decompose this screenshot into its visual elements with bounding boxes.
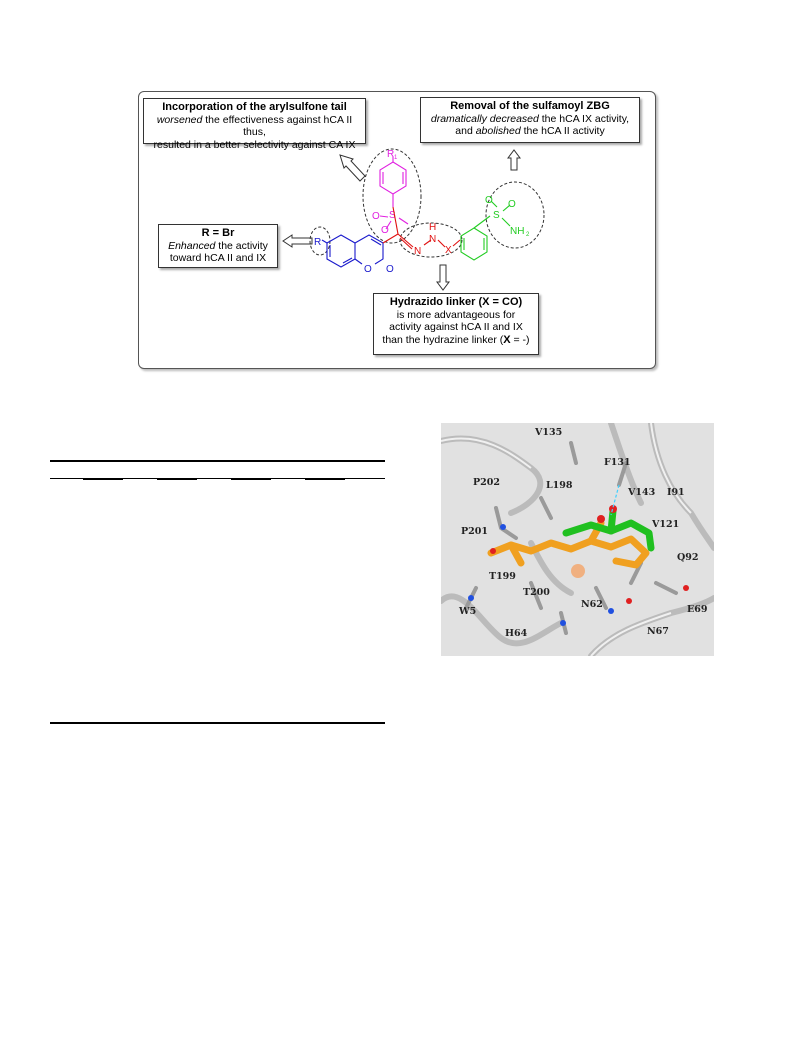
arrow-to-r: [282, 234, 313, 248]
table-subrule-2: [157, 479, 197, 480]
linker-group: [382, 206, 461, 250]
res-h64: H64: [505, 628, 528, 639]
r-note-line1: the activity: [215, 239, 268, 252]
zbg-note-title: Removal of the sulfamoyl ZBG: [450, 100, 610, 112]
sulfone-o2: O: [381, 225, 389, 236]
res-v143: V143: [627, 487, 655, 498]
res-t200: T200: [523, 587, 550, 598]
res-t199: T199: [489, 571, 516, 582]
res-i91: I91: [667, 487, 685, 498]
res-q92: Q92: [677, 552, 699, 563]
nh2-sub: 2: [526, 232, 530, 238]
arylsulfone-note-line1: the effectiveness against hCA II thus,: [202, 113, 353, 139]
zbg-region: [485, 181, 545, 249]
coumarin-benzene-ring: [326, 234, 356, 268]
res-n67: N67: [647, 626, 669, 637]
arylsulfone-group: [379, 157, 409, 230]
arrow-to-zbg: [507, 149, 521, 171]
linker-x: X: [445, 245, 452, 256]
phenyl-ring: [460, 227, 488, 261]
linker-n: N: [414, 246, 421, 257]
linker-nh-n: N: [429, 234, 436, 245]
linker-note-line2: activity against hCA II and IX: [389, 321, 523, 333]
sulfonamide-o1: O: [485, 195, 493, 206]
zinc-ion: [571, 564, 585, 578]
linker-note: Hydrazido linker (X = CO) is more advant…: [373, 293, 539, 355]
res-n62: N62: [581, 599, 603, 610]
res-f131: F131: [604, 457, 631, 468]
res-l198: L198: [546, 480, 573, 491]
r-note-line2: toward hCA II and IX: [169, 252, 267, 264]
hbond-line: [610, 484, 620, 516]
linker-note-line1: is more advantageous for: [396, 308, 516, 321]
table-header-rule: [50, 478, 385, 479]
carbonyl-o: O: [386, 264, 394, 275]
chemical-structure: R 1 S O O R O O N H N X S O O NH: [282, 148, 545, 291]
table-subrule-1: [83, 479, 123, 480]
nitrogen-atoms: [468, 524, 614, 626]
table-subrule-4: [305, 479, 345, 480]
sulfonamide-o2: O: [508, 199, 516, 210]
r-note-title: R = Br: [201, 227, 235, 239]
linker-region: [399, 222, 463, 258]
zbg-note-line2-pre: and: [455, 125, 476, 137]
res-v135: V135: [534, 427, 562, 438]
arylsulfone-note-title: Incorporation of the arylsulfone tail: [162, 101, 347, 113]
docking-render: V135 F131 V143 I91 P202 L198 V121 P201 Q…: [441, 423, 714, 656]
protein-highlights: [441, 423, 692, 656]
linker-note-line3: = -): [510, 333, 530, 346]
arylsulfone-region: [362, 148, 422, 244]
sulfone-s: S: [389, 210, 396, 221]
r-label: R: [314, 237, 321, 248]
coumarin-core: [321, 234, 384, 268]
res-e69: E69: [687, 604, 708, 615]
r-note-italic: Enhanced: [168, 239, 216, 252]
zbg-note-line2: the hCA II activity: [520, 125, 605, 137]
linker-h: H: [429, 222, 436, 233]
zbg-note-italic2: abolished: [475, 125, 521, 137]
arylsulfone-note: Incorporation of the arylsulfone tail wo…: [143, 98, 366, 151]
nh2-label: NH: [510, 226, 524, 237]
arrow-to-linker: [436, 264, 450, 291]
table-top-rule: [50, 460, 385, 462]
res-p201: P201: [461, 526, 488, 537]
res-w5: W5: [458, 606, 476, 617]
zbg-note-italic1: dramatically decreased: [430, 112, 539, 125]
arylsulfone-note-line2: resulted in a better selectivity against…: [153, 138, 356, 151]
sulfonamide-s: S: [493, 210, 500, 221]
sulfonamide-group: [460, 200, 511, 261]
arrow-to-arylsulfone: [339, 154, 366, 182]
docking-figure: V135 F131 V143 I91 P202 L198 V121 P201 Q…: [441, 423, 714, 656]
r-note: R = Br Enhanced the activity toward hCA …: [158, 224, 278, 268]
sar-arrows: [282, 149, 521, 291]
r1-label: R: [387, 149, 394, 160]
ring-o: O: [364, 264, 372, 275]
linker-note-line3-bold: X: [503, 333, 511, 346]
res-p202: P202: [473, 477, 500, 488]
zbg-note: Removal of the sulfamoyl ZBG dramaticall…: [420, 97, 640, 143]
table-subrule-3: [231, 479, 271, 480]
ligand-green: [562, 507, 655, 552]
zbg-note-line1: the hCA IX activity,: [538, 112, 630, 125]
res-v121: V121: [651, 519, 679, 530]
arylsulfone-note-italic: worsened: [156, 113, 203, 126]
oxygen-atoms: [490, 505, 689, 604]
linker-note-line3-pre: than the hydrazine linker (: [382, 333, 504, 346]
linker-note-title: Hydrazido linker (X = CO): [389, 296, 523, 308]
table-bottom-rule: [50, 722, 385, 724]
sulfone-o1: O: [372, 211, 380, 222]
aryl-ring-top: [379, 161, 407, 195]
zinc-site: [571, 564, 585, 578]
r1-sub: 1: [394, 155, 398, 161]
